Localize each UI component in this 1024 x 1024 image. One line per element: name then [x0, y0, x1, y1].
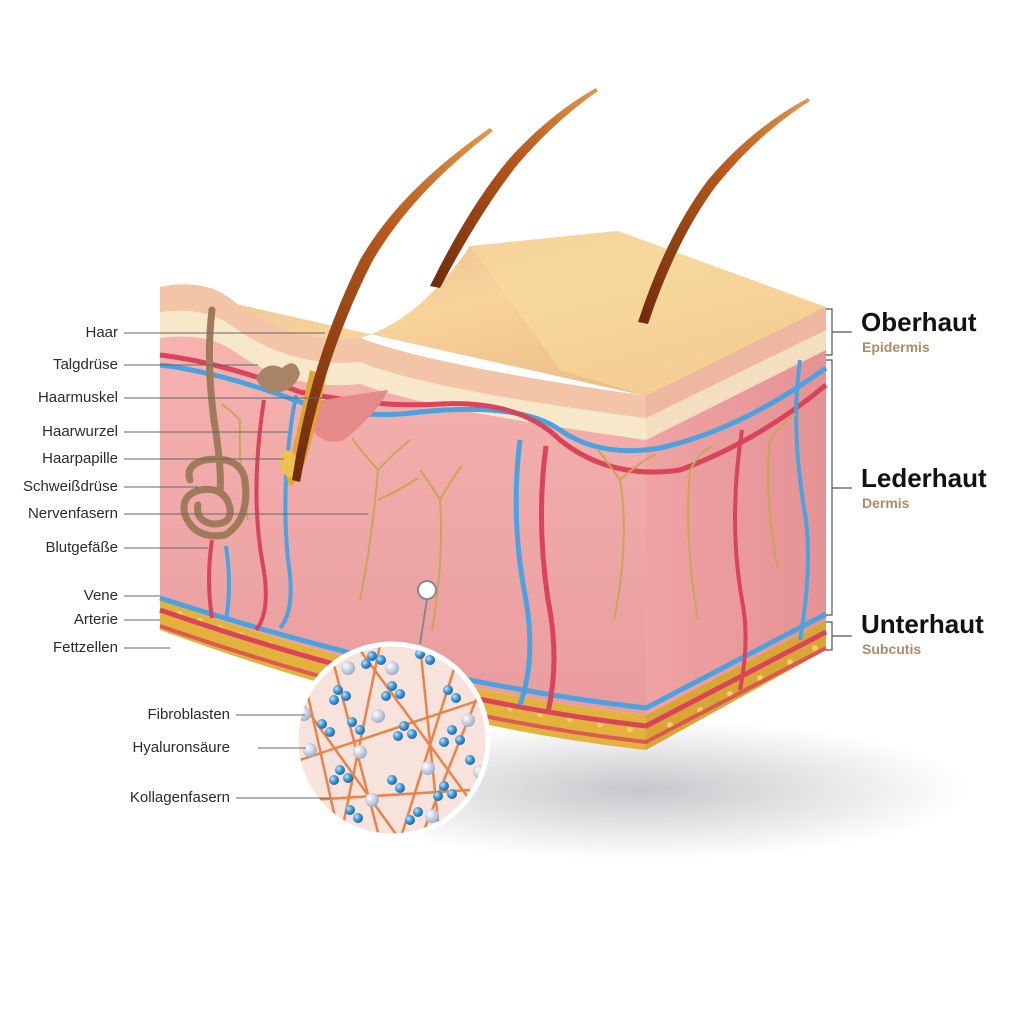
label-hyaluronsaeure: Hyaluronsäure: [132, 739, 230, 756]
layer-sub-dermis: Dermis: [862, 495, 910, 511]
label-blutgefaesse: Blutgefäße: [45, 539, 118, 556]
sweat-gland: [180, 306, 250, 540]
label-haarwurzel: Haarwurzel: [42, 423, 118, 440]
label-haar: Haar: [85, 324, 118, 341]
layer-title-oberhaut: Oberhaut: [861, 307, 977, 337]
layer-sub-subcutis: Subcutis: [862, 641, 922, 657]
label-kollagenfasern: Kollagenfasern: [129, 789, 230, 806]
layer-sub-epidermis: Epidermis: [862, 339, 930, 355]
label-haarpapille: Haarpapille: [42, 450, 118, 467]
epidermis-band: [160, 284, 646, 418]
label-schweissdruese: Schweißdrüse: [22, 478, 118, 495]
leader-lines: [124, 332, 368, 649]
hair-shaft-3: [638, 98, 810, 324]
hair-muscle: [312, 390, 388, 442]
label-fettzellen: Fettzellen: [52, 639, 118, 656]
label-nervenfasern: Nervenfasern: [27, 505, 118, 522]
layer-title-lederhaut: Lederhaut: [861, 463, 987, 493]
layer-title-unterhaut: Unterhaut: [861, 609, 984, 639]
layer-brackets: [826, 308, 852, 651]
sebaceous-gland: [256, 363, 300, 393]
label-fibroblasten: Fibroblasten: [147, 706, 230, 723]
label-haarmuskel: Haarmuskel: [37, 389, 118, 406]
zoom-detail-circle: [293, 641, 491, 839]
label-arterie: Arterie: [73, 611, 118, 628]
label-vene: Vene: [83, 587, 118, 604]
label-talgdruese: Talgdrüse: [52, 356, 118, 373]
hair-shaft-2: [430, 88, 598, 288]
